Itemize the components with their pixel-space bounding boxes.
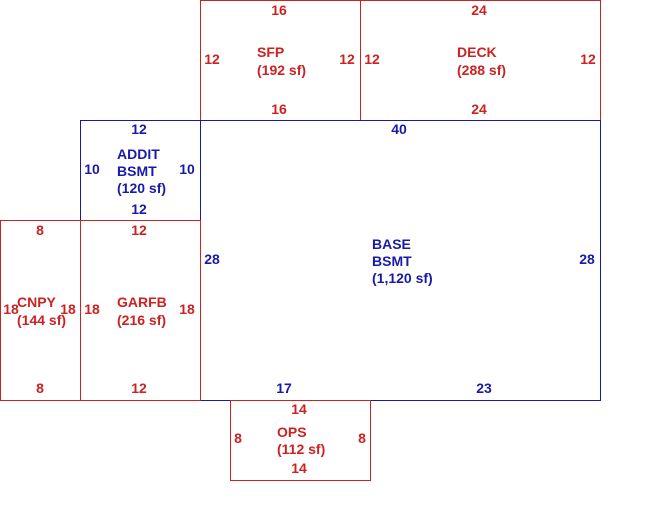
base-bsmt-dim-bottom-left: 17 xyxy=(276,380,292,396)
garfb-dim-left: 18 xyxy=(84,301,100,317)
sfp-dim-right: 12 xyxy=(339,51,355,67)
deck-dim-right: 12 xyxy=(580,51,596,67)
base-bsmt-dim-left: 28 xyxy=(204,251,220,267)
cnpy-dim-top: 8 xyxy=(36,222,44,238)
ops-dim-bottom: 14 xyxy=(291,460,307,476)
deck-area: (288 sf) xyxy=(457,62,506,78)
deck-dim-top: 24 xyxy=(471,2,487,18)
ops-name: OPS xyxy=(277,424,307,440)
garfb-name: GARFB xyxy=(117,294,167,310)
garfb-dim-bottom: 12 xyxy=(131,380,147,396)
base-bsmt-dim-bottom-right: 23 xyxy=(476,380,492,396)
sfp-area: (192 sf) xyxy=(257,62,306,78)
deck-dim-left: 12 xyxy=(364,51,380,67)
garfb-dim-top: 12 xyxy=(131,222,147,238)
addit-bsmt-name-line2: BSMT xyxy=(117,163,157,179)
base-bsmt-dim-right: 28 xyxy=(579,251,595,267)
base-bsmt-dim-top: 40 xyxy=(391,121,407,137)
garfb-dim-right: 18 xyxy=(179,301,195,317)
addit-bsmt-dim-left: 10 xyxy=(84,161,100,177)
ops-dim-right: 8 xyxy=(358,430,366,446)
addit-bsmt-name-line1: ADDIT xyxy=(117,146,160,162)
addit-bsmt-area: (120 sf) xyxy=(117,180,166,196)
sfp-dim-bottom: 16 xyxy=(271,101,287,117)
sfp-name: SFP xyxy=(257,44,284,60)
deck-name: DECK xyxy=(457,44,497,60)
ops-dim-top: 14 xyxy=(291,401,307,417)
ops-outline xyxy=(230,400,371,481)
base-bsmt-area: (1,120 sf) xyxy=(372,270,433,286)
base-bsmt-name-line2: BSMT xyxy=(372,253,412,269)
ops-area: (112 sf) xyxy=(277,441,325,457)
garfb-area: (216 sf) xyxy=(117,312,166,328)
cnpy-dim-left: 18 xyxy=(3,301,19,317)
sfp-dim-left: 12 xyxy=(204,51,220,67)
ops-dim-left: 8 xyxy=(234,430,242,446)
sfp-dim-top: 16 xyxy=(271,2,287,18)
addit-bsmt-dim-bottom: 12 xyxy=(131,201,147,217)
cnpy-dim-right: 18 xyxy=(60,301,76,317)
cnpy-dim-bottom: 8 xyxy=(36,380,44,396)
cnpy-area: (144 sf) xyxy=(17,312,66,328)
base-bsmt-name-line1: BASE xyxy=(372,236,411,252)
deck-dim-bottom: 24 xyxy=(471,101,487,117)
cnpy-name: CNPY xyxy=(17,294,57,310)
addit-bsmt-dim-right: 10 xyxy=(179,161,195,177)
addit-bsmt-dim-top: 12 xyxy=(131,121,147,137)
